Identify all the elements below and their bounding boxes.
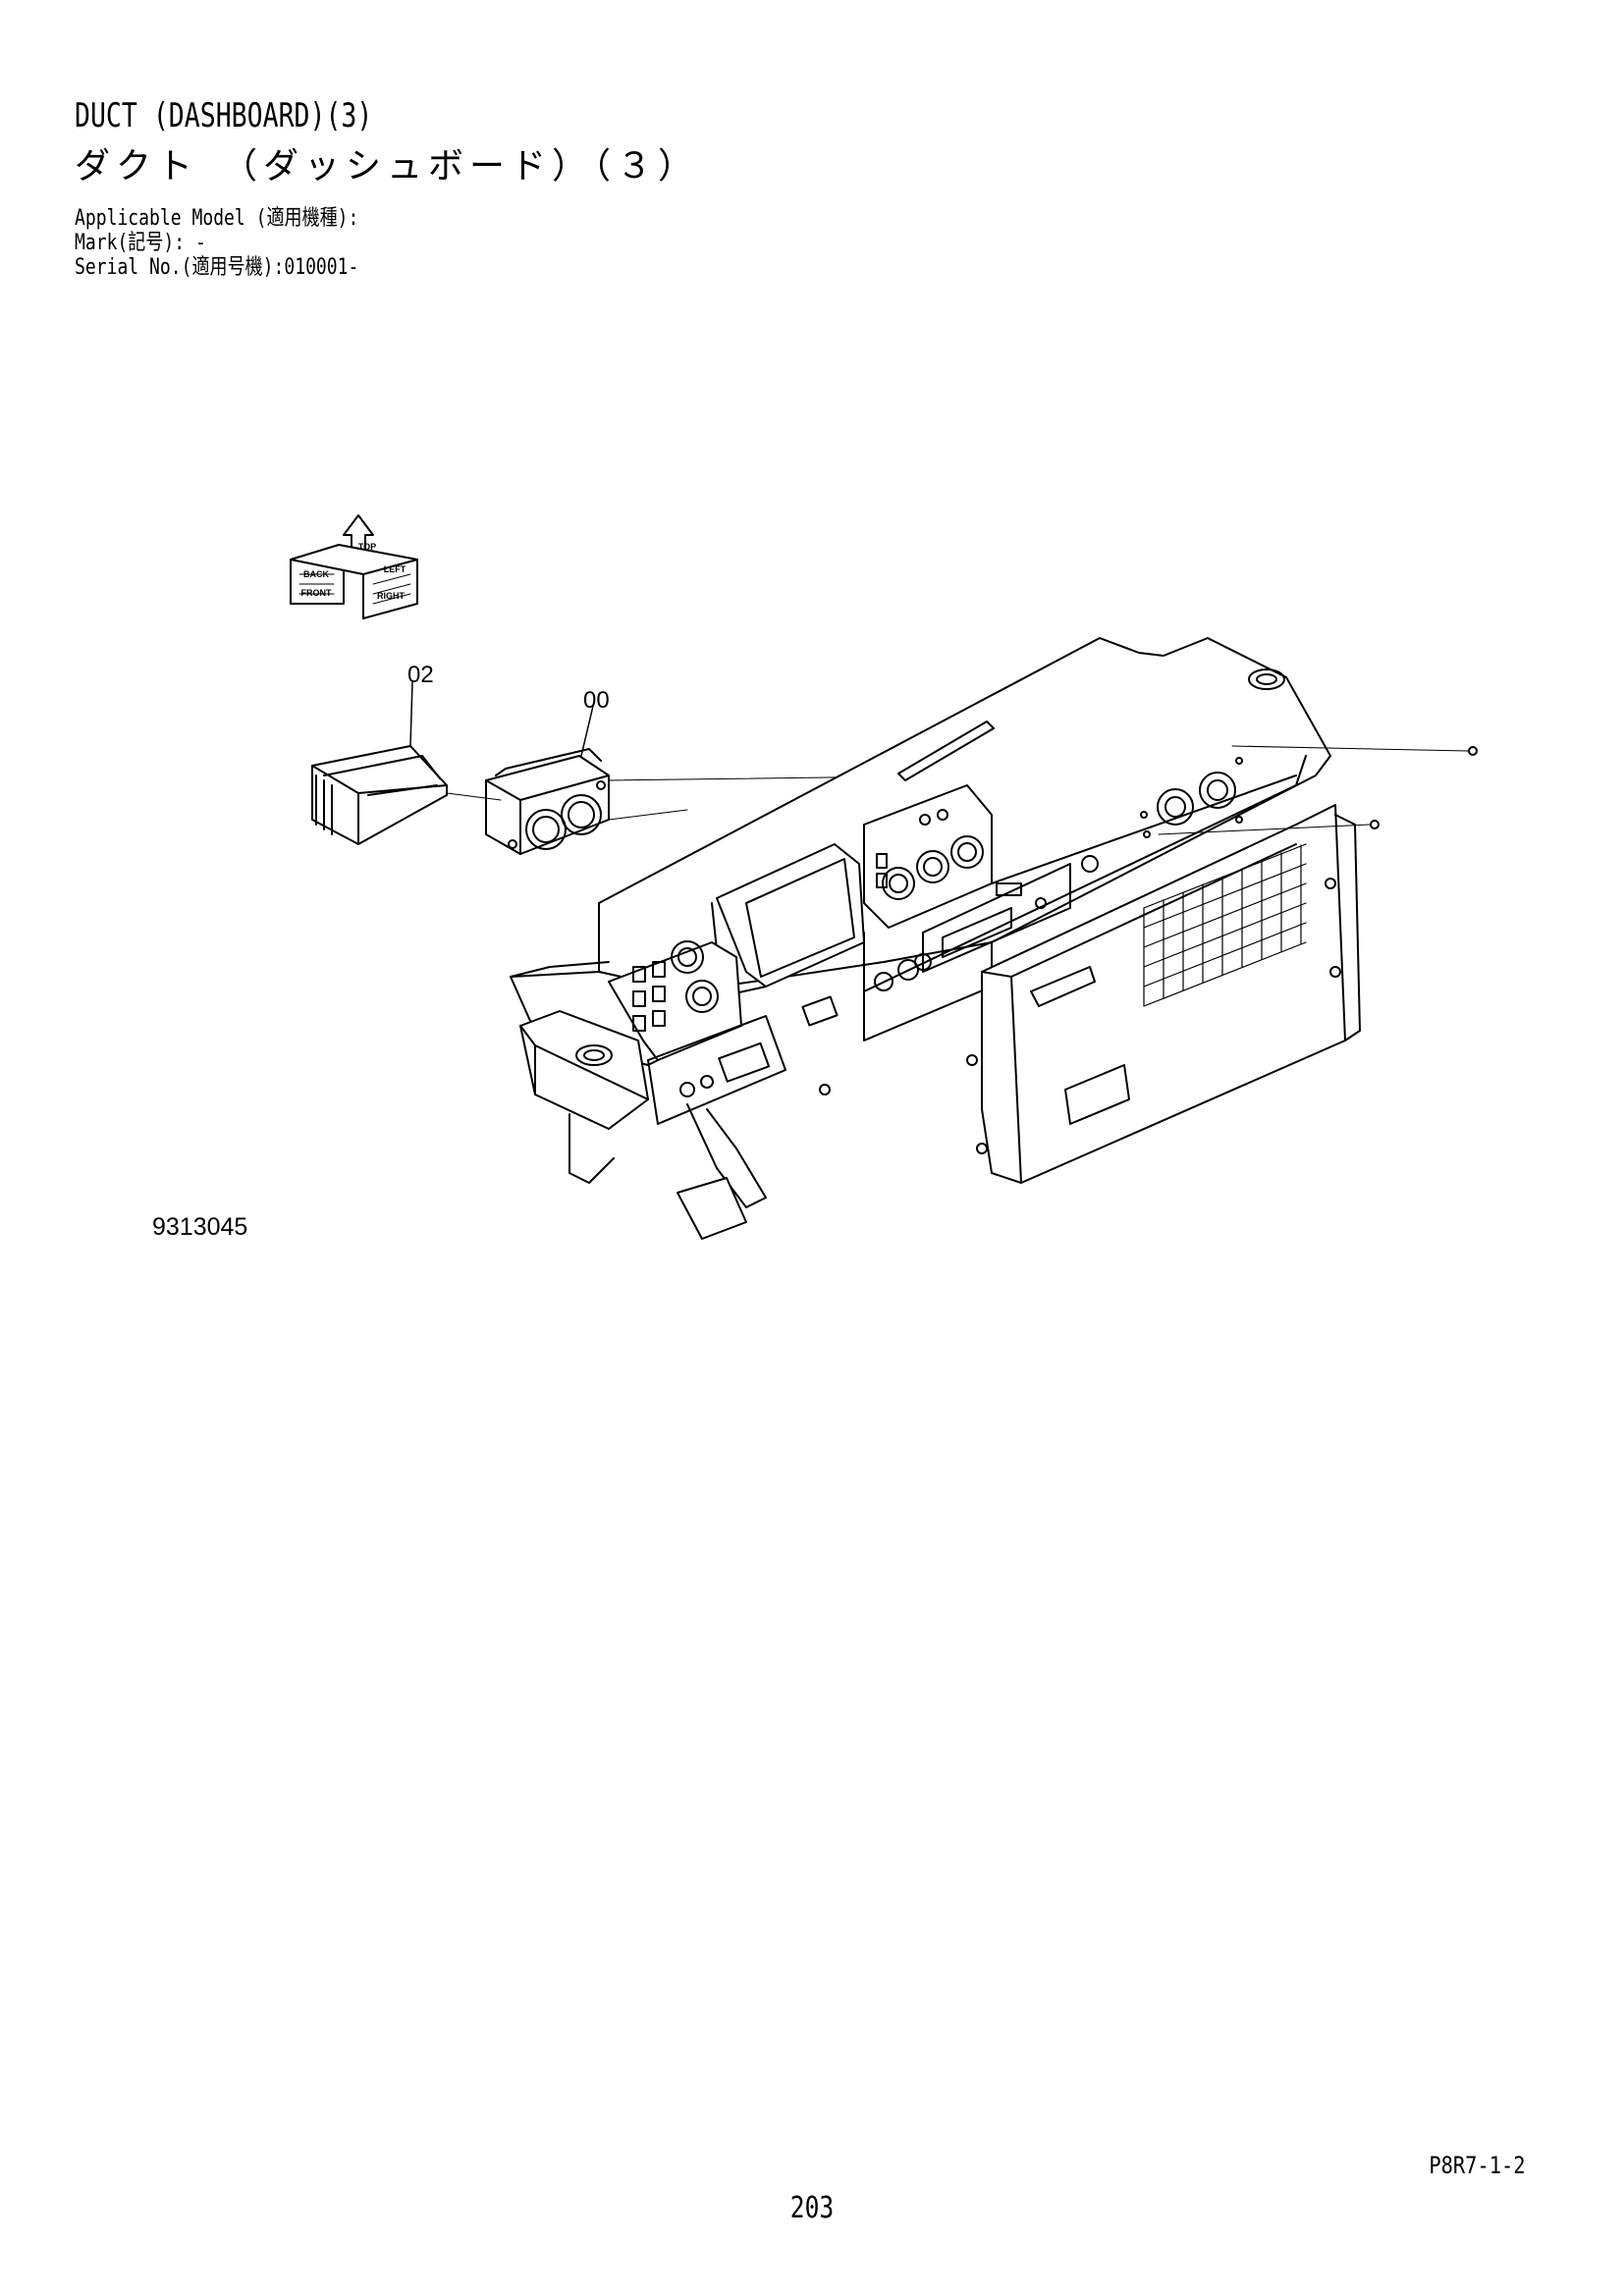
page-title-jp: ダクト （ダッシュボード）（３） bbox=[75, 146, 700, 187]
duct-part-02 bbox=[311, 745, 448, 845]
mark-label: Mark(記号): - bbox=[75, 231, 206, 255]
page-number: 203 bbox=[789, 2191, 835, 2225]
left-label: LEFT bbox=[384, 564, 406, 574]
dashboard-assembly bbox=[510, 637, 1361, 1240]
applicable-model-label: Applicable Model (適用機種): bbox=[75, 206, 359, 231]
applicability-block: Applicable Model (適用機種): Mark(記号): - Ser… bbox=[75, 206, 358, 280]
vent-housing-part-00 bbox=[485, 748, 610, 855]
figure-id: 9313045 bbox=[152, 1213, 248, 1241]
right-label: RIGHT bbox=[377, 591, 406, 601]
top-label: TOP bbox=[358, 542, 376, 552]
callout-02: 02 bbox=[407, 662, 434, 688]
front-label: FRONT bbox=[301, 588, 332, 598]
page-code: P8R7-1-2 bbox=[1429, 2152, 1526, 2179]
exploded-parts-diagram: FRONT RIGHT TOP BACK LEFT bbox=[290, 514, 1478, 1240]
back-label: BACK bbox=[303, 569, 329, 579]
page-title-en: DUCT (DASHBOARD)(3) bbox=[75, 96, 373, 135]
orientation-cube-icon: FRONT RIGHT TOP BACK LEFT bbox=[290, 514, 418, 619]
serial-number-label: Serial No.(適用号機):010001- bbox=[75, 255, 359, 280]
callout-00: 00 bbox=[583, 687, 610, 714]
